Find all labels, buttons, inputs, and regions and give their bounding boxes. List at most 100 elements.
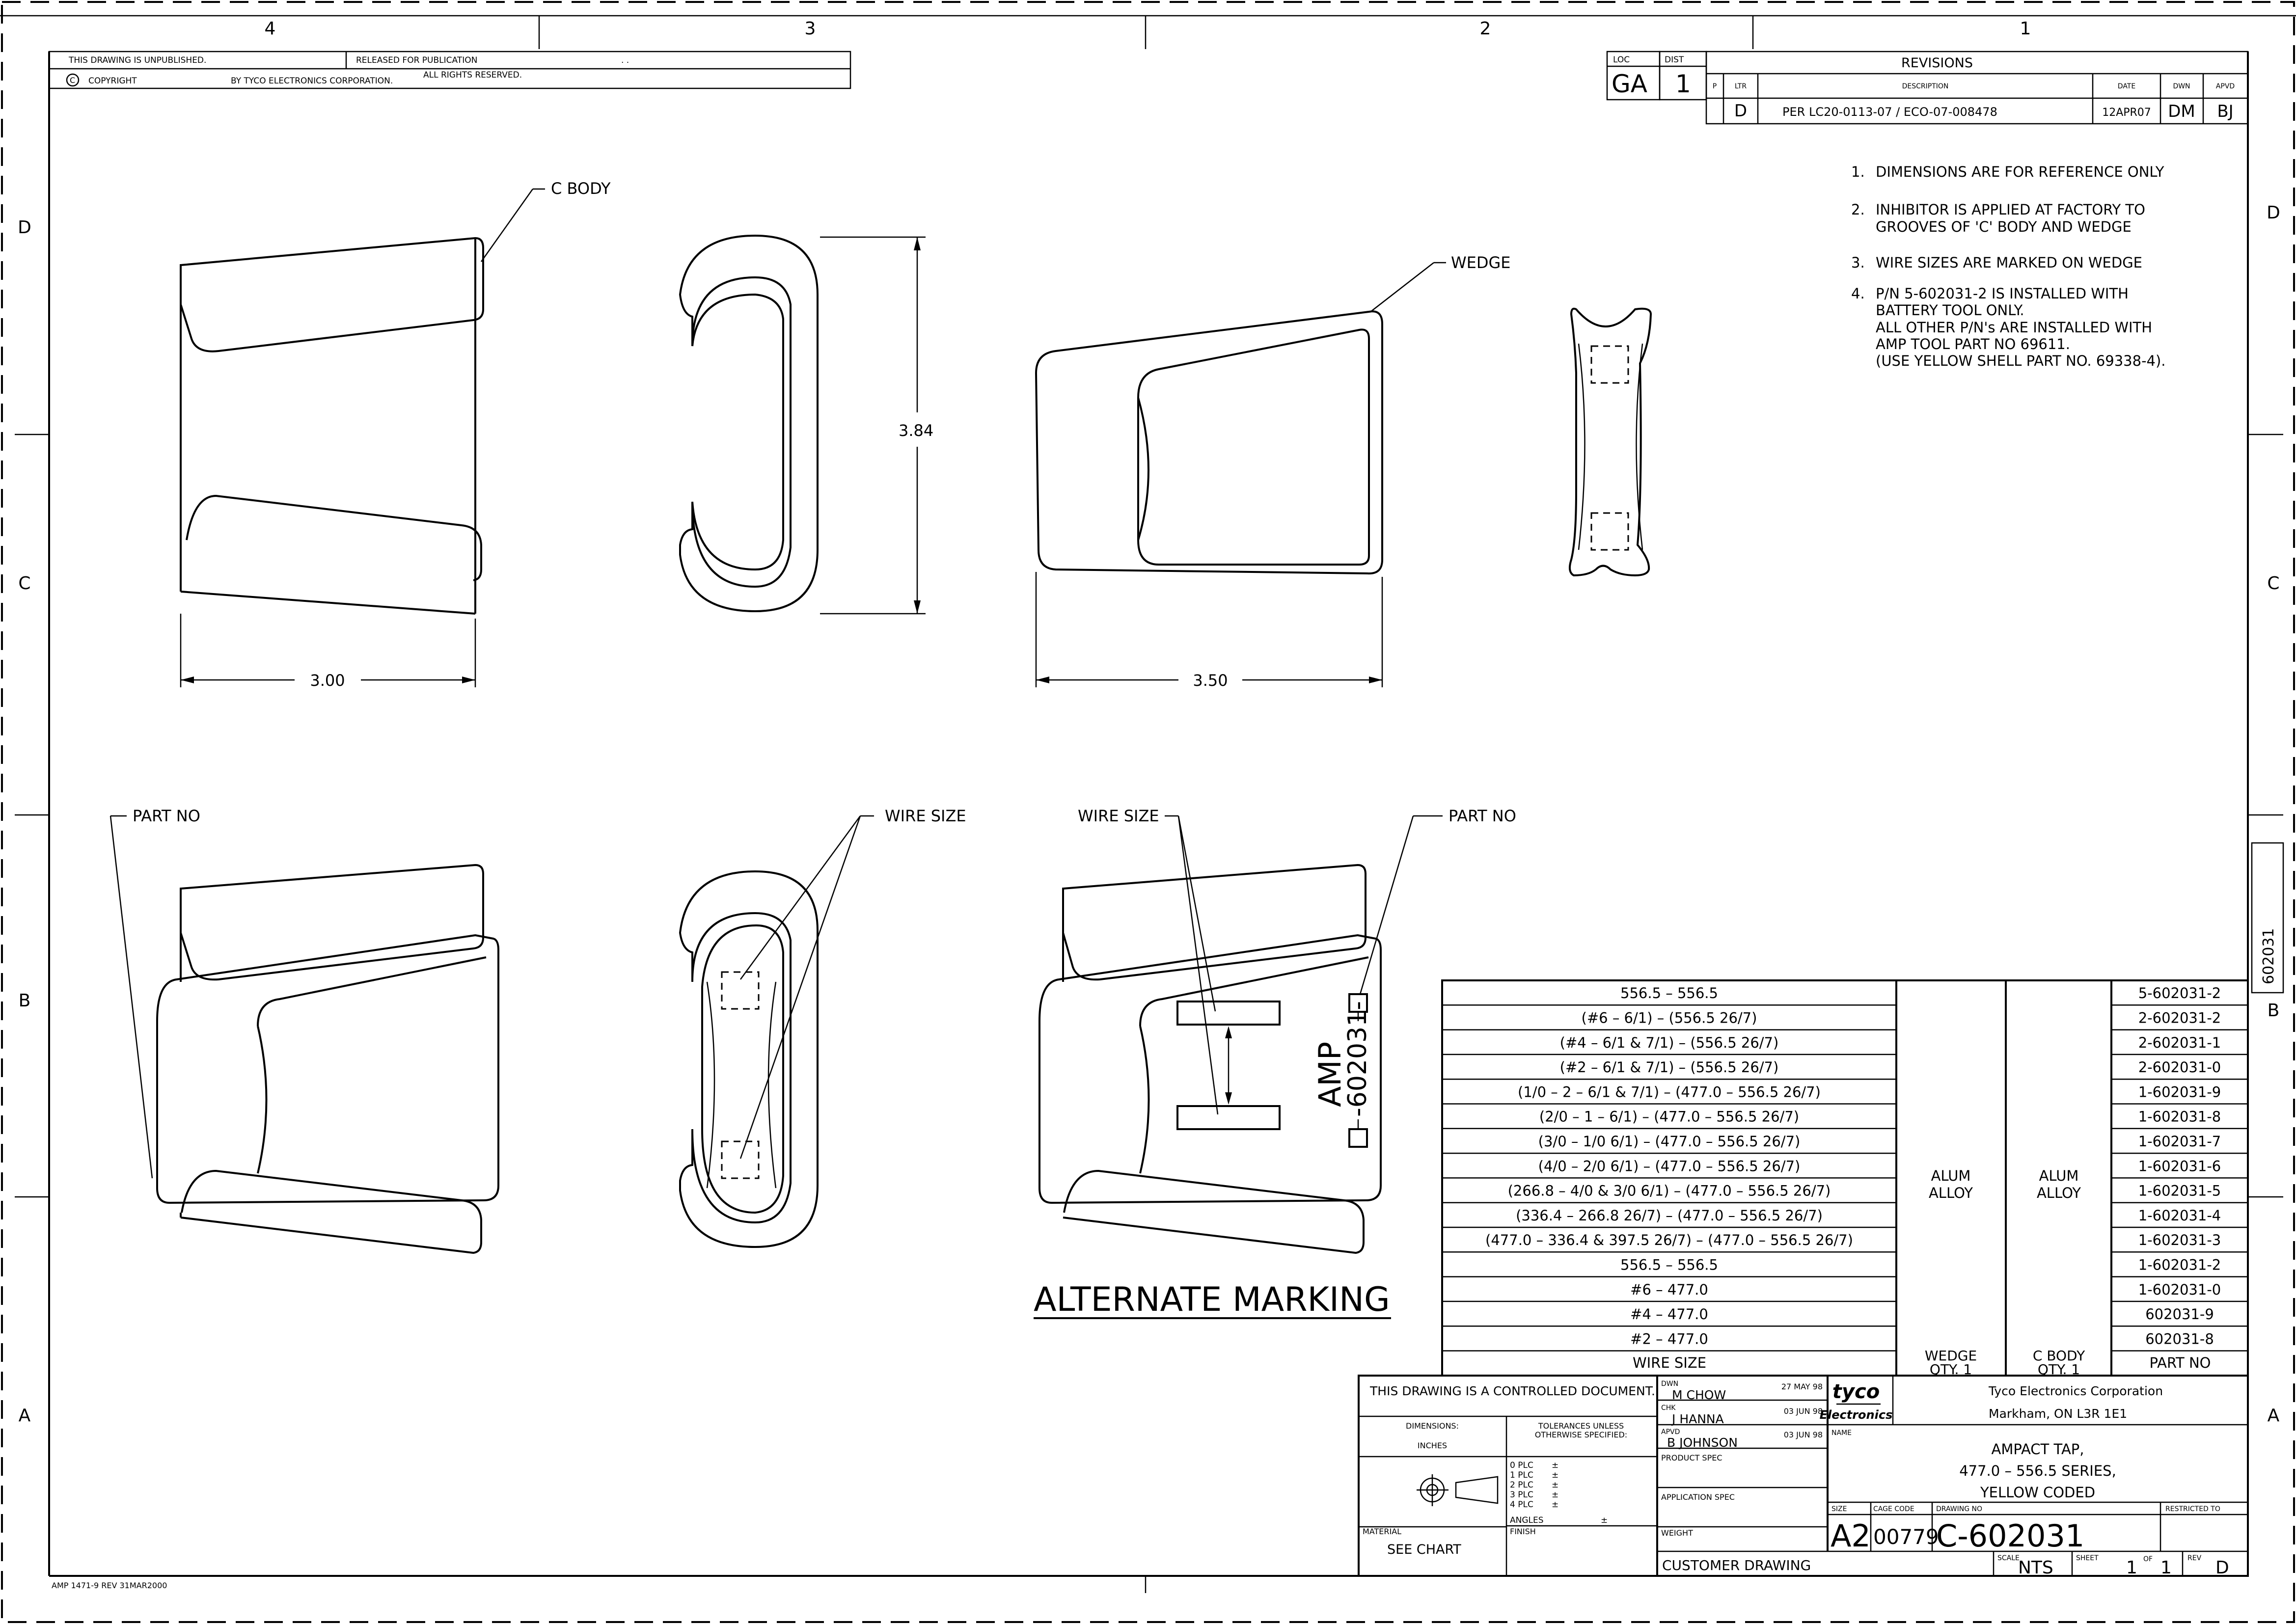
chart-part-no-cell: 2-602031-2 — [2138, 1010, 2221, 1027]
material-label: MATERIAL — [1363, 1527, 1401, 1536]
projection-symbol-icon — [1417, 1474, 1499, 1506]
arrowhead-icon — [914, 237, 921, 250]
plc-0: 0 PLC — [1510, 1461, 1533, 1470]
rev-col-apvd: APVD — [2216, 82, 2235, 90]
assembly-side-view — [679, 870, 819, 1248]
note-4-line-4: AMP TOOL PART NO 69611. — [1876, 336, 2070, 352]
copyright-text: COPYRIGHT — [88, 76, 137, 86]
released-text: RELEASED FOR PUBLICATION — [356, 55, 477, 65]
cbody-material-line-1: ALUM — [2039, 1167, 2079, 1184]
chart-part-no-cell: 1-602031-4 — [2138, 1207, 2221, 1224]
arrowhead-icon — [914, 600, 921, 614]
c-body-front-view — [180, 237, 484, 615]
cage-code-value: 00779 — [1873, 1525, 1939, 1549]
note-4-line-1: P/N 5-602031-2 IS INSTALLED WITH — [1876, 285, 2129, 302]
note-2-line-2: GROOVES OF 'C' BODY AND WEDGE — [1876, 218, 2132, 235]
chart-part-no-cell: 1-602031-6 — [2138, 1158, 2221, 1174]
c-body-side-view — [679, 234, 819, 613]
note-3-number: 3. — [1851, 254, 1865, 271]
chart-wire-size-cell: 556.5 – 556.5 — [1620, 1257, 1718, 1273]
chart-wire-size-cell: (#2 – 6/1 & 7/1) – (556.5 26/7) — [1560, 1059, 1779, 1076]
released-date: . . — [621, 55, 629, 65]
assembly-front-view — [156, 864, 499, 1254]
zone-right-d: D — [2267, 203, 2280, 223]
loc-dist-block: LOC DIST GA 1 — [1606, 51, 1707, 101]
chart-wire-size-cell: #6 – 477.0 — [1630, 1281, 1708, 1298]
form-number: AMP 1471-9 REV 31MAR2000 — [52, 1581, 167, 1590]
chart-part-no-cell: 5-602031-2 — [2138, 985, 2221, 1001]
callout-c-body: C BODY — [551, 179, 611, 198]
leader-c-body — [480, 189, 534, 262]
publication-header: THIS DRAWING IS UNPUBLISHED. RELEASED FO… — [48, 51, 851, 89]
cage-code-label: CAGE CODE — [1873, 1505, 1914, 1513]
tolerances-line-2: OTHERWISE SPECIFIED: — [1535, 1430, 1627, 1439]
zone-top-4: 4 — [265, 19, 276, 39]
side-tab — [2251, 842, 2284, 994]
callout-part-no-left: PART NO — [133, 807, 200, 825]
zone-right-a: A — [2268, 1406, 2280, 1426]
plc-1-tol: ± — [1552, 1470, 1558, 1480]
finish-label: FINISH — [1510, 1527, 1536, 1536]
note-4-line-5: (USE YELLOW SHELL PART NO. 69338-4). — [1876, 352, 2166, 369]
chart-part-no-cell: 2-602031-1 — [2138, 1034, 2221, 1051]
apvd-label: APVD — [1661, 1428, 1680, 1436]
chart-wire-size-cell: #4 – 477.0 — [1630, 1306, 1708, 1323]
rev-col-date: DATE — [2118, 82, 2135, 90]
zone-top-2: 2 — [1480, 19, 1491, 39]
zone-left-a: A — [19, 1406, 31, 1426]
rev-date: 12APR07 — [2102, 107, 2151, 119]
arrowhead-icon — [1369, 677, 1382, 683]
wedge-material-line-1: ALUM — [1931, 1167, 1971, 1184]
zone-top-1: 1 — [2020, 19, 2031, 39]
dwn-date: 27 MAY 98 — [1781, 1382, 1823, 1391]
sheet-label: SHEET — [2076, 1554, 2099, 1562]
copyright-icon — [66, 73, 80, 87]
chart-wire-size-cell: (2/0 – 1 – 6/1) – (477.0 – 556.5 26/7) — [1539, 1109, 1799, 1125]
callout-part-no-right: PART NO — [1449, 807, 1516, 825]
zone-ticks — [15, 16, 2283, 1593]
rev-col-ltr: LTR — [1735, 82, 1747, 90]
chart-wire-size-cell: #2 – 477.0 — [1630, 1330, 1708, 1347]
chart-wire-size-cell: (1/0 – 2 – 6/1 & 7/1) – (477.0 – 556.5 2… — [1518, 1083, 1821, 1100]
leader-wire-size-mid-1 — [739, 815, 861, 980]
chk-label: CHK — [1661, 1404, 1676, 1412]
drawing-no-value: C-602031 — [1936, 1518, 2084, 1554]
unpublished-text: THIS DRAWING IS UNPUBLISHED. — [68, 55, 206, 65]
chart-wire-size-cell: (#4 – 6/1 & 7/1) – (556.5 26/7) — [1560, 1034, 1779, 1051]
plc-angles: ANGLES — [1510, 1516, 1544, 1525]
dwn-label: DWN — [1661, 1380, 1678, 1388]
of-value: 1 — [2160, 1558, 2172, 1578]
dimensions-label: DIMENSIONS: — [1406, 1421, 1459, 1431]
callout-wedge: WEDGE — [1451, 253, 1511, 272]
rev-col-p: P — [1713, 82, 1717, 90]
title-line-1: AMPACT TAP, — [1991, 1441, 2084, 1458]
title-line-2: 477.0 – 556.5 SERIES, — [1959, 1462, 2116, 1479]
rev-dwn: DM — [2168, 102, 2195, 121]
dist-label: DIST — [1665, 55, 1684, 65]
rev-label: REV — [2187, 1554, 2202, 1562]
controlled-document: THIS DRAWING IS A CONTROLLED DOCUMENT. — [1369, 1384, 1655, 1398]
plc-4-tol: ± — [1552, 1500, 1558, 1510]
chart-wire-size-cell: (336.4 – 266.8 26/7) – (477.0 – 556.5 26… — [1516, 1207, 1823, 1224]
plc-2-tol: ± — [1552, 1480, 1558, 1490]
chart-wire-size-cell: (4/0 – 2/0 6/1) – (477.0 – 556.5 26/7) — [1538, 1158, 1801, 1174]
cbody-material-line-2: ALLOY — [2037, 1185, 2081, 1201]
dwn-name: M CHOW — [1672, 1388, 1726, 1402]
marking-amp: AMP — [1312, 1042, 1348, 1107]
chart-header-part-no: PART NO — [2150, 1354, 2211, 1371]
size-label: SIZE — [1831, 1505, 1847, 1513]
weight-label: WEIGHT — [1661, 1528, 1693, 1538]
rev-value: D — [2215, 1558, 2229, 1578]
wire-size-chart: ALUM ALLOY ALUM ALLOY WIRE SIZE WEDGE QT… — [1441, 979, 2249, 1378]
chart-header-wire-size: WIRE SIZE — [1633, 1354, 1706, 1371]
rev-ltr: D — [1734, 101, 1747, 121]
callout-wire-size-mid: WIRE SIZE — [885, 807, 966, 825]
plc-3-tol: ± — [1552, 1490, 1558, 1500]
note-3-line-1: WIRE SIZES ARE MARKED ON WEDGE — [1876, 254, 2142, 271]
title-line-3: YELLOW CODED — [1980, 1484, 2095, 1501]
callout-wire-size-right: WIRE SIZE — [1078, 807, 1159, 825]
chart-part-no-cell: 1-602031-9 — [2138, 1083, 2221, 1100]
chart-wire-size-cell: (#6 – 6/1) – (556.5 26/7) — [1582, 1010, 1757, 1027]
general-notes: 1. DIMENSIONS ARE FOR REFERENCE ONLY 2. … — [1851, 163, 2166, 369]
